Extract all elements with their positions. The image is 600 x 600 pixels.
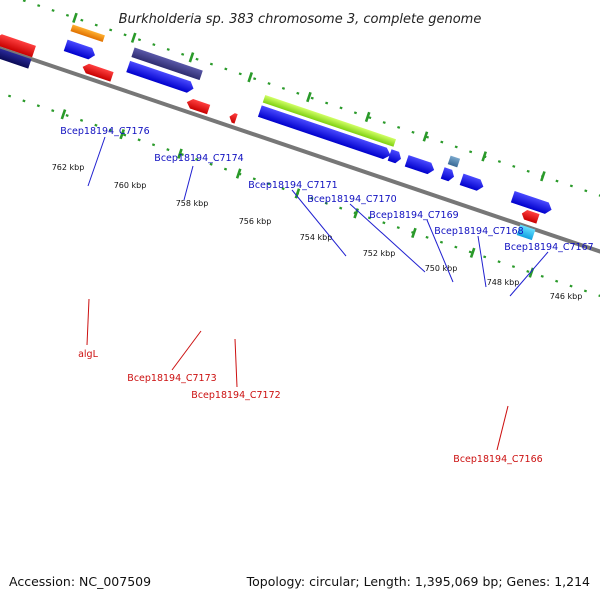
- gene-arrow: [63, 39, 96, 60]
- gene-arrow: [257, 105, 391, 160]
- forward-leader-lines: [87, 136, 549, 297]
- gene-block: [70, 24, 105, 43]
- tick-label: 762 kbp: [52, 163, 85, 172]
- gene-label: Bcep18194_C7173: [127, 373, 216, 384]
- tick-label: 758 kbp: [176, 199, 209, 208]
- gene-arrow: [229, 113, 238, 124]
- tick-label: 750 kbp: [425, 264, 458, 273]
- gene-label: Bcep18194_C7172: [191, 390, 280, 401]
- gene-arrow: [82, 63, 114, 82]
- gene-label: Bcep18194_C7171: [248, 180, 337, 191]
- gene-arrow: [387, 149, 401, 164]
- gene-arrow: [126, 60, 194, 93]
- gene-label: Bcep18194_C7176: [60, 126, 149, 137]
- gene-block: [262, 94, 397, 147]
- major-ticks: [60, 12, 546, 278]
- gene-arrow: [186, 99, 211, 115]
- gene-label: Bcep18194_C7166: [453, 454, 542, 465]
- gene-arrow: [0, 34, 36, 58]
- gene-block: [131, 47, 203, 81]
- gene-arrow: [459, 173, 484, 191]
- map-title: Burkholderia sp. 383 chromosome 3, compl…: [119, 12, 482, 27]
- tick-label: 748 kbp: [487, 278, 520, 287]
- tick-label: 760 kbp: [114, 181, 147, 190]
- gene-label: Bcep18194_C7174: [154, 153, 243, 164]
- forward-gene-labels: Bcep18194_C7176 Bcep18194_C7174 Bcep1819…: [60, 126, 593, 253]
- gene-label: algL: [78, 349, 98, 360]
- tick-label: 746 kbp: [550, 292, 583, 301]
- tick-label: 754 kbp: [300, 233, 333, 242]
- gene-label: Bcep18194_C7168: [434, 226, 523, 237]
- reverse-genes: [0, 34, 540, 241]
- gene-block: [447, 155, 461, 168]
- genome-summary-text: Topology: circular; Length: 1,395,069 bp…: [246, 574, 590, 589]
- reverse-leader-lines: [86, 298, 509, 451]
- tick-label: 756 kbp: [239, 217, 272, 226]
- accession-text: Accession: NC_007509: [9, 574, 151, 589]
- reverse-gene-labels: algL Bcep18194_C7173 Bcep18194_C7172 Bce…: [78, 349, 543, 465]
- gene-label: Bcep18194_C7170: [307, 194, 396, 205]
- scale-labels: 762 kbp 760 kbp 758 kbp 756 kbp 754 kbp …: [52, 163, 583, 301]
- gene-arrow: [521, 210, 540, 224]
- gene-label: Bcep18194_C7167: [504, 242, 593, 253]
- gene-label: Bcep18194_C7169: [369, 210, 458, 221]
- map-tracks: [0, 0, 600, 305]
- gene-arrow: [404, 155, 435, 175]
- gene-arrow: [0, 48, 32, 69]
- tick-label: 752 kbp: [363, 249, 396, 258]
- forward-genes: [63, 24, 552, 214]
- gene-arrow: [510, 190, 552, 214]
- gene-arrow: [440, 167, 455, 182]
- gene-block: [516, 224, 536, 241]
